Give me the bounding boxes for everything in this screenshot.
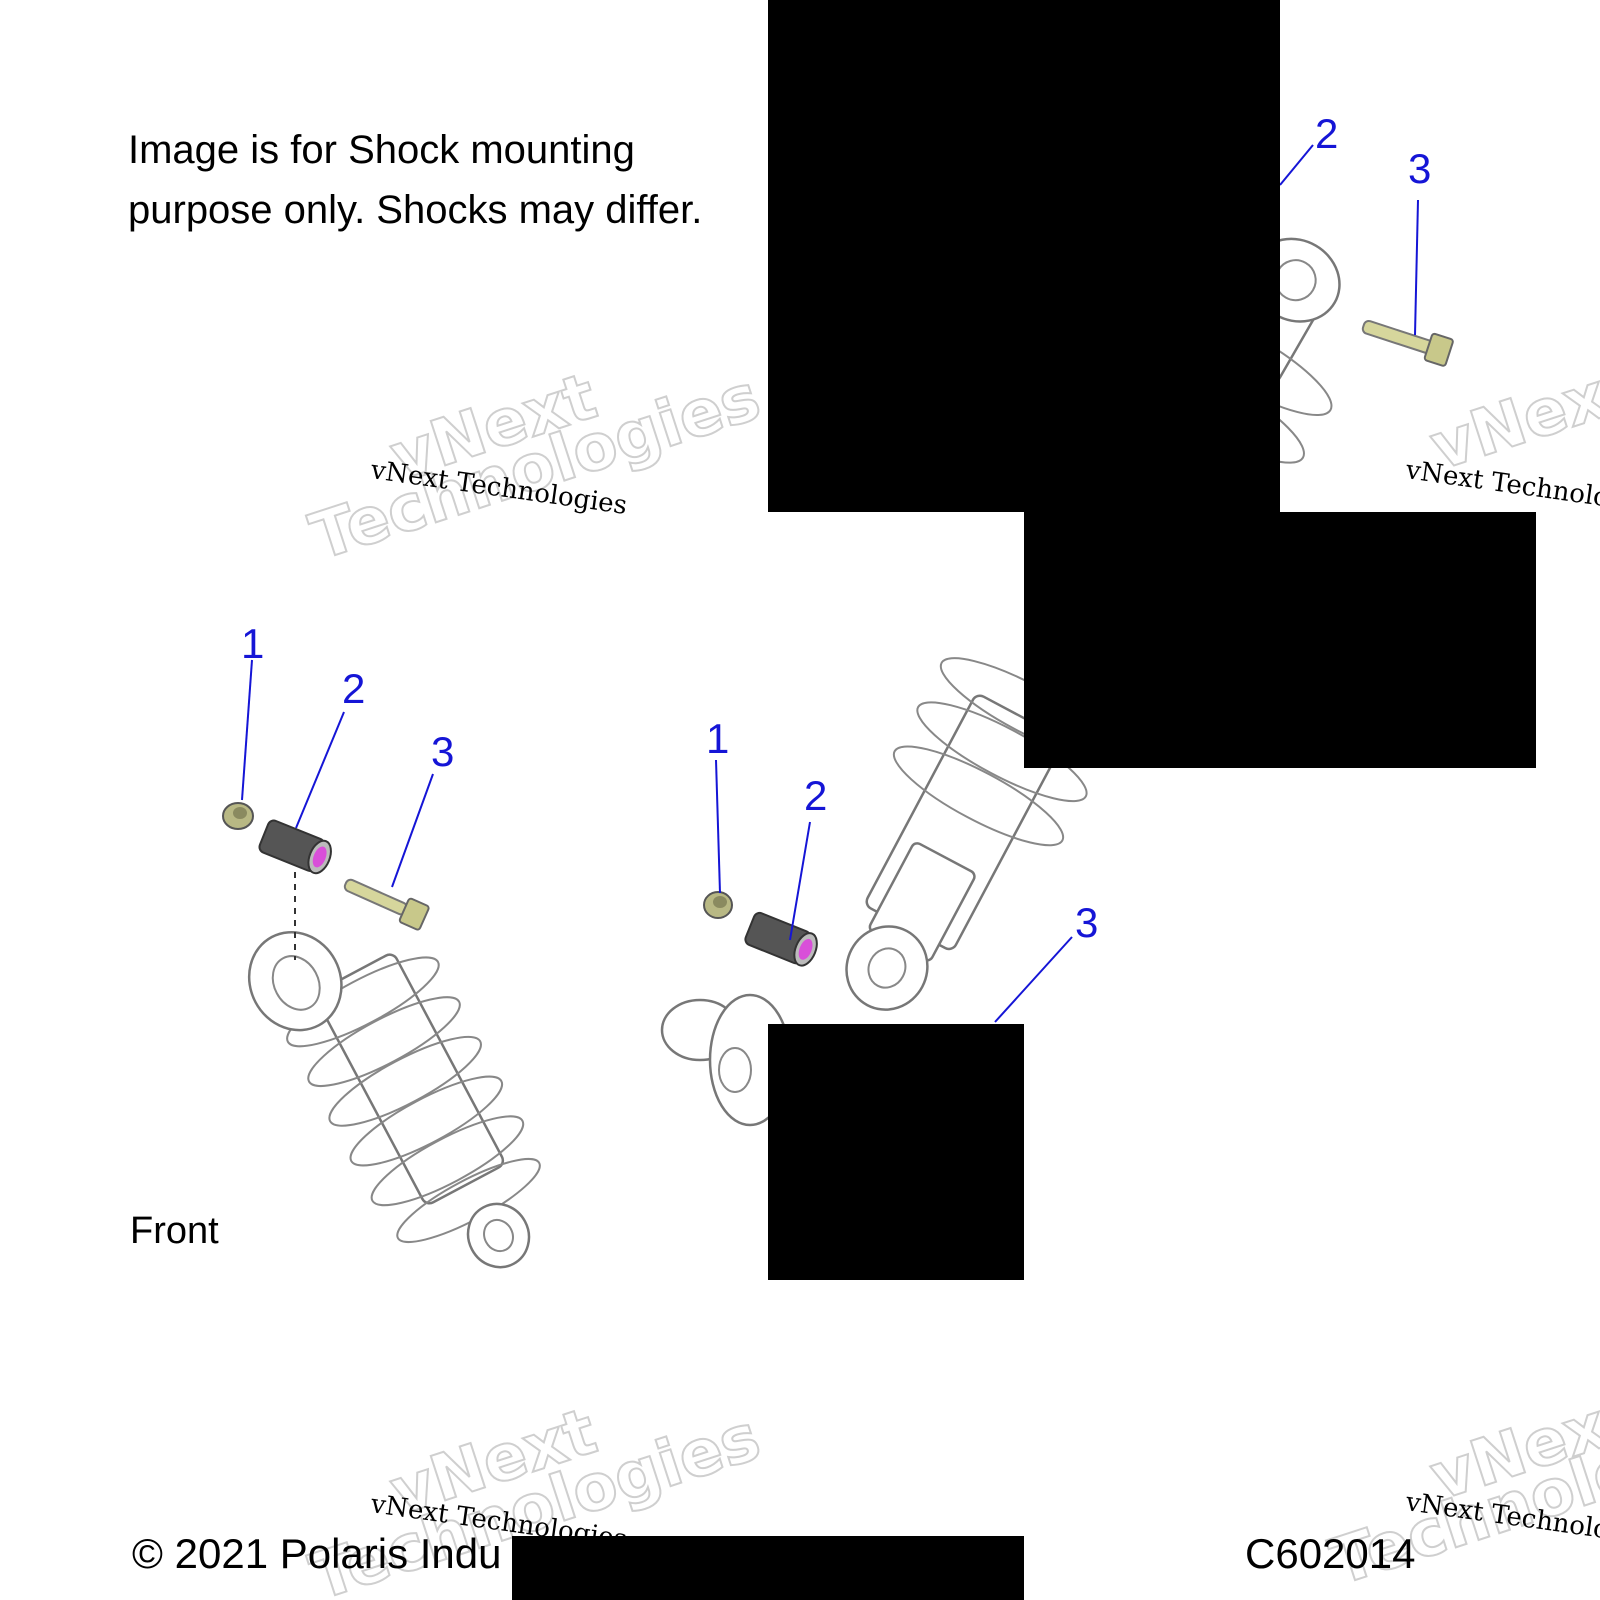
callout-leader-line xyxy=(241,659,253,801)
watermark-top-right: vNext vNext Technologies xyxy=(1403,349,1600,521)
purpose-note-line-1: Image is for Shock mounting xyxy=(128,128,635,172)
callout-leader-line xyxy=(391,773,434,888)
callout-leader-line xyxy=(789,821,811,941)
spacer-bushing-part xyxy=(744,911,818,967)
redaction-block xyxy=(768,0,1280,512)
callout-leader-line xyxy=(1414,199,1419,336)
callout-leader-line xyxy=(994,936,1073,1023)
watermark-top-left: Technologies vNext vNext Technologies xyxy=(301,359,770,576)
nut-part xyxy=(703,891,733,919)
callout-number-1: 1 xyxy=(706,715,729,762)
callout-number-1: 1 xyxy=(241,620,264,667)
purpose-note: Image is for Shock mounting purpose only… xyxy=(128,120,702,240)
diagram-code: C602014 xyxy=(1245,1530,1416,1577)
redaction-block xyxy=(768,1024,1024,1280)
purpose-note-line-2: purpose only. Shocks may differ. xyxy=(128,188,703,232)
nut-part xyxy=(222,802,254,830)
callout-leader-line xyxy=(715,759,721,894)
spacer-bushing-part xyxy=(258,819,332,875)
callout-number-3: 3 xyxy=(431,728,454,775)
front-label: Front xyxy=(130,1210,219,1252)
front-shock-assembly: 1 2 3 xyxy=(222,620,541,1269)
callout-leader-line xyxy=(295,711,345,829)
callout-number-2: 2 xyxy=(804,772,827,819)
callout-number-3: 3 xyxy=(1075,899,1098,946)
callout-number-2: 2 xyxy=(342,665,365,712)
callout-number-2: 2 xyxy=(1315,110,1338,157)
redaction-block xyxy=(512,1536,1024,1600)
copyright-text: © 2021 Polaris Indu xyxy=(132,1530,502,1577)
bolt-part xyxy=(343,878,430,931)
bolt-part xyxy=(1361,319,1454,367)
callout-number-3: 3 xyxy=(1408,145,1431,192)
rear-shock-absorber xyxy=(845,657,1112,1011)
callout-leader-line xyxy=(1279,144,1314,186)
front-shock-absorber xyxy=(247,930,541,1269)
redaction-block xyxy=(1024,512,1536,768)
